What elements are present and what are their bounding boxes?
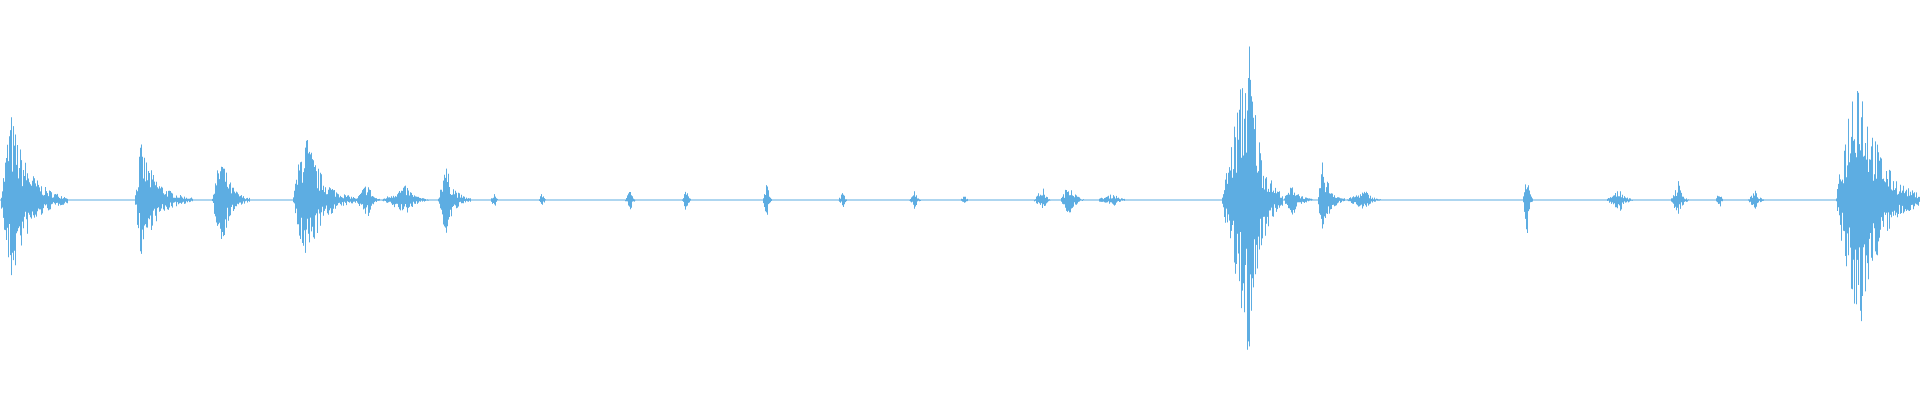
waveform-bars xyxy=(1,46,1920,350)
